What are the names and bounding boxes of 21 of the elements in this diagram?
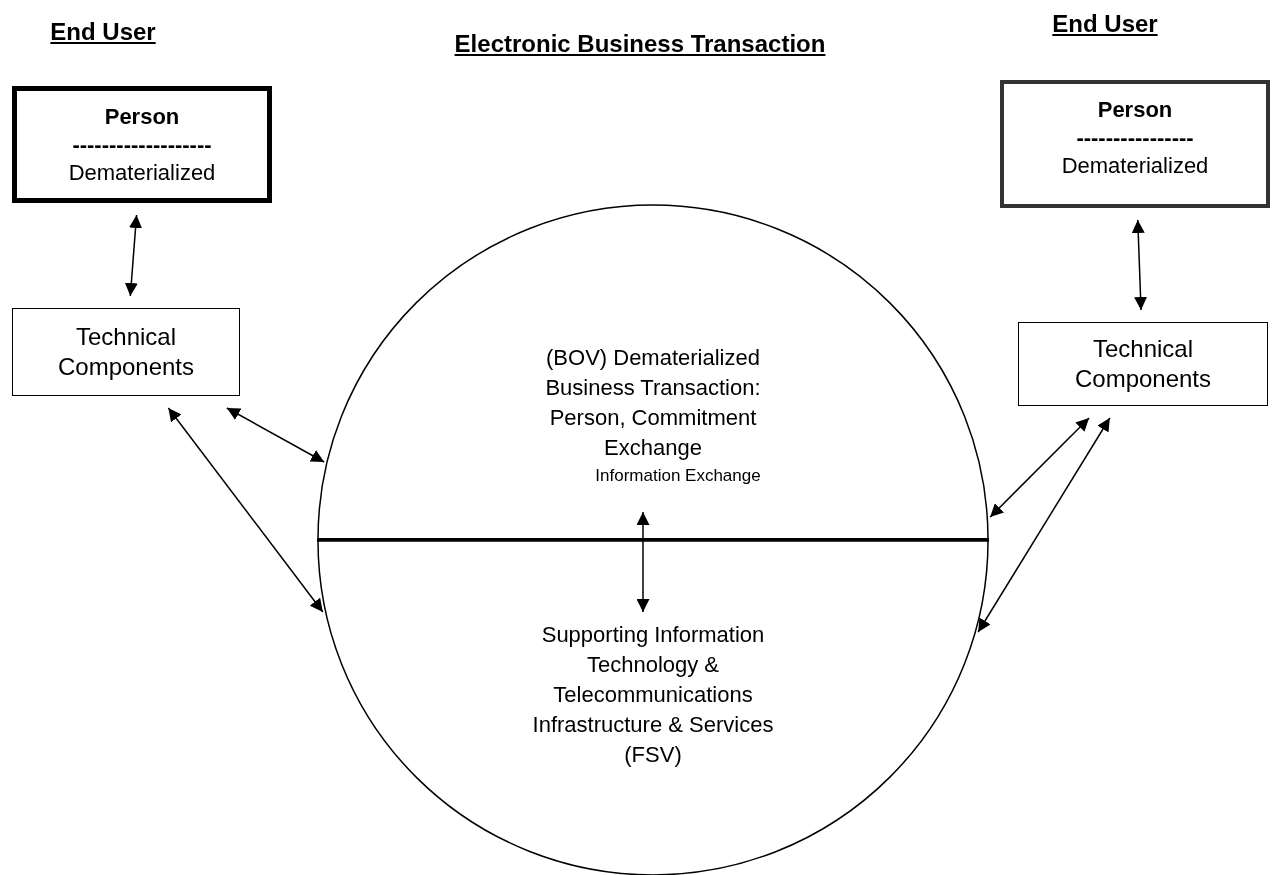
box-text: Dematerialized: [67, 159, 217, 187]
double-arrow: [1131, 219, 1148, 311]
double-arrow: [636, 511, 650, 613]
circle-text: Information Exchange: [594, 465, 762, 487]
box-heading: Person: [1096, 96, 1174, 124]
double-arrow: [124, 214, 143, 297]
section-heading: End User: [1052, 10, 1158, 38]
dashed-divider-text: ----------------: [1075, 126, 1195, 150]
section-heading: End User: [50, 18, 156, 46]
double-arrow: [989, 417, 1090, 518]
double-arrow: [167, 407, 324, 613]
circle-text: (BOV) Dematerialized Business Transaction: Person, Commitment Exchange: [544, 344, 762, 462]
diagram-title: Electronic Business Transaction: [454, 30, 826, 58]
process-box: Technical Components: [12, 308, 240, 396]
double-arrow: [977, 417, 1111, 633]
double-arrow: [226, 407, 325, 463]
box-text: Dematerialized: [1060, 152, 1210, 180]
box-heading: Person: [103, 103, 181, 131]
circle-text: Supporting Information Technology & Telecommunications Infrastructure & Services (FSV): [531, 621, 775, 769]
dashed-divider-text: -------------------: [71, 133, 213, 157]
process-box: Technical Components: [1018, 322, 1268, 406]
